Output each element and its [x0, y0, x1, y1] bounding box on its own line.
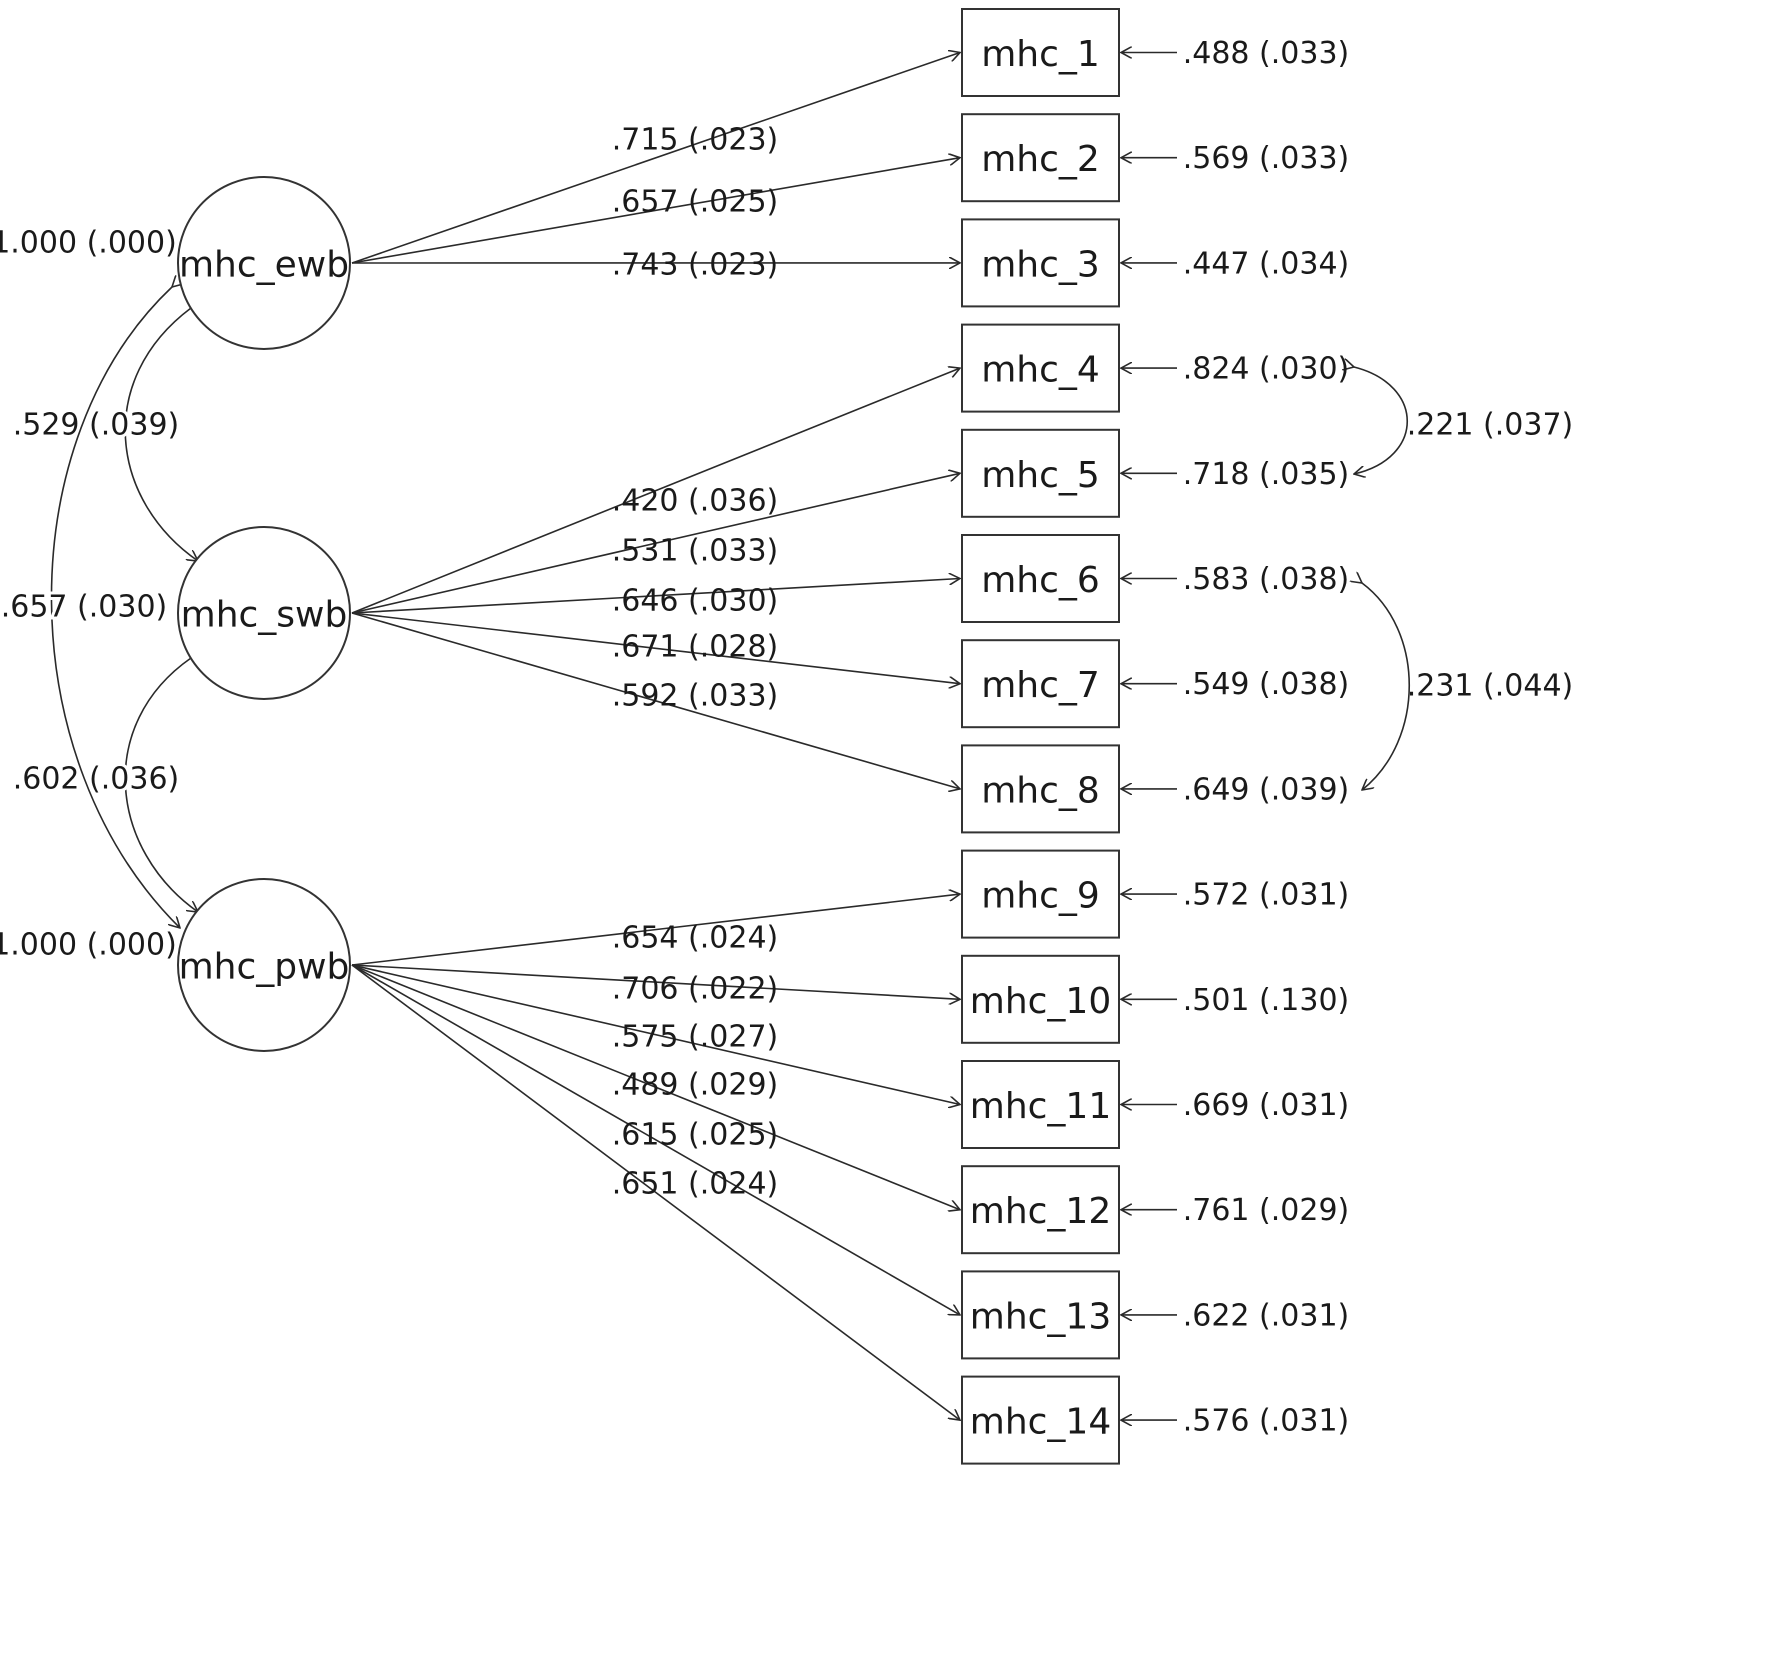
factor-label-ewb: mhc_ewb	[179, 245, 349, 286]
indicator-label-mhc_7: mhc_7	[981, 665, 1100, 706]
loading-arrow-mhc_5	[351, 473, 960, 614]
indicator-box-mhc_7	[961, 639, 1120, 729]
indicator-box-mhc_2	[961, 113, 1120, 203]
indicator-box-mhc_6	[961, 534, 1120, 623]
indicator-box-mhc_12	[961, 1165, 1120, 1255]
indicator-label-mhc_3: mhc_3	[981, 244, 1100, 285]
residual-label-mhc_8: .649 (.039)	[1183, 772, 1350, 807]
factor-covariance-ewb-pwb	[50, 287, 180, 928]
loading-arrow-mhc_1	[351, 53, 960, 264]
residual-covariance-mhc_6-mhc_8	[1362, 583, 1410, 790]
indicator-box-mhc_5	[961, 428, 1120, 518]
indicator-box-mhc_14	[961, 1375, 1120, 1465]
indicator-box-mhc_1	[961, 8, 1120, 97]
residual-label-mhc_7: .549 (.038)	[1183, 667, 1350, 702]
indicator-label-mhc_9: mhc_9	[981, 876, 1100, 917]
loading-label-mhc_14: .651 (.024)	[612, 1167, 779, 1202]
factor-covariance-ewb-swb	[124, 308, 198, 561]
residual-label-mhc_10: .501 (.130)	[1183, 983, 1350, 1018]
loading-label-mhc_7: .671 (.028)	[612, 630, 779, 665]
factor-variance-pwb: 1.000 (.000)	[0, 928, 177, 963]
factor-variance-ewb: 1.000 (.000)	[0, 226, 177, 261]
factor-covariance-label-ewb-swb: .529 (.039)	[13, 408, 180, 443]
loading-arrow-mhc_14	[351, 964, 960, 1420]
indicator-box-mhc_3	[961, 218, 1120, 308]
indicator-box-mhc_11	[961, 1060, 1120, 1149]
residual-covariance-mhc_4-mhc_5	[1354, 367, 1408, 474]
loading-label-mhc_10: .706 (.022)	[612, 972, 779, 1007]
loading-label-mhc_6: .646 (.030)	[612, 584, 779, 619]
loading-label-mhc_13: .615 (.025)	[612, 1118, 779, 1153]
factor-ewb	[177, 176, 351, 350]
residual-label-mhc_9: .572 (.031)	[1183, 878, 1350, 913]
indicator-box-mhc_8	[961, 744, 1120, 834]
indicator-label-mhc_4: mhc_4	[981, 350, 1100, 391]
indicator-box-mhc_13	[961, 1270, 1120, 1360]
residual-label-mhc_4: .824 (.030)	[1183, 352, 1350, 387]
indicator-label-mhc_2: mhc_2	[981, 139, 1100, 180]
indicator-label-mhc_10: mhc_10	[970, 981, 1112, 1022]
loading-arrow-mhc_12	[351, 964, 960, 1210]
indicator-label-mhc_1: mhc_1	[981, 34, 1100, 75]
loading-label-mhc_4: .420 (.036)	[612, 484, 779, 519]
loading-arrow-mhc_11	[351, 964, 960, 1105]
loading-label-mhc_5: .531 (.033)	[612, 534, 779, 569]
residual-label-mhc_3: .447 (.034)	[1183, 246, 1350, 281]
loading-arrow-mhc_6	[351, 579, 960, 614]
loading-label-mhc_3: .743 (.023)	[612, 248, 779, 283]
factor-covariance-label-ewb-pwb: .657 (.030)	[1, 590, 168, 625]
residual-label-mhc_5: .718 (.035)	[1183, 457, 1350, 492]
loading-label-mhc_1: .715 (.023)	[612, 123, 779, 158]
loading-arrow-mhc_8	[351, 612, 960, 789]
factor-swb	[177, 526, 351, 700]
indicator-label-mhc_13: mhc_13	[970, 1296, 1112, 1337]
loading-arrow-mhc_9	[351, 894, 960, 966]
loading-arrow-mhc_13	[351, 964, 960, 1315]
loading-label-mhc_8: .592 (.033)	[612, 679, 779, 714]
indicator-box-mhc_4	[961, 323, 1120, 413]
loading-arrow-mhc_2	[351, 158, 960, 264]
residual-label-mhc_1: .488 (.033)	[1183, 36, 1350, 71]
factor-pwb	[177, 878, 351, 1052]
indicator-label-mhc_6: mhc_6	[981, 560, 1100, 601]
residual-label-mhc_2: .569 (.033)	[1183, 141, 1350, 176]
indicator-label-mhc_14: mhc_14	[970, 1402, 1112, 1443]
factor-covariance-swb-pwb	[124, 658, 198, 912]
indicator-label-mhc_12: mhc_12	[970, 1191, 1112, 1232]
loading-label-mhc_12: .489 (.029)	[612, 1068, 779, 1103]
loading-arrow-mhc_7	[351, 612, 960, 684]
loading-arrow-mhc_4	[351, 368, 960, 614]
nodes-layer	[177, 8, 1120, 1465]
factor-label-pwb: mhc_pwb	[179, 947, 350, 988]
indicator-label-mhc_8: mhc_8	[981, 770, 1100, 811]
indicator-box-mhc_9	[961, 849, 1120, 939]
indicator-label-mhc_11: mhc_11	[970, 1086, 1112, 1127]
residual-label-mhc_6: .583 (.038)	[1183, 562, 1350, 597]
loading-label-mhc_9: .654 (.024)	[612, 921, 779, 956]
indicator-box-mhc_10	[961, 954, 1120, 1044]
residual-label-mhc_11: .669 (.031)	[1183, 1088, 1350, 1123]
factor-covariance-label-swb-pwb: .602 (.036)	[13, 762, 180, 797]
loading-label-mhc_11: .575 (.027)	[612, 1020, 779, 1055]
residual-label-mhc_13: .622 (.031)	[1183, 1298, 1350, 1333]
loading-label-mhc_2: .657 (.025)	[612, 185, 779, 220]
residual-covariance-label-mhc_6-mhc_8: .231 (.044)	[1407, 669, 1574, 704]
residual-label-mhc_12: .761 (.029)	[1183, 1193, 1350, 1228]
edges-layer	[50, 53, 1410, 1421]
indicator-label-mhc_5: mhc_5	[981, 455, 1100, 496]
loading-arrow-mhc_10	[351, 964, 960, 999]
residual-label-mhc_14: .576 (.031)	[1183, 1404, 1350, 1439]
residual-covariance-label-mhc_4-mhc_5: .221 (.037)	[1407, 408, 1574, 443]
factor-label-swb: mhc_swb	[181, 595, 348, 636]
